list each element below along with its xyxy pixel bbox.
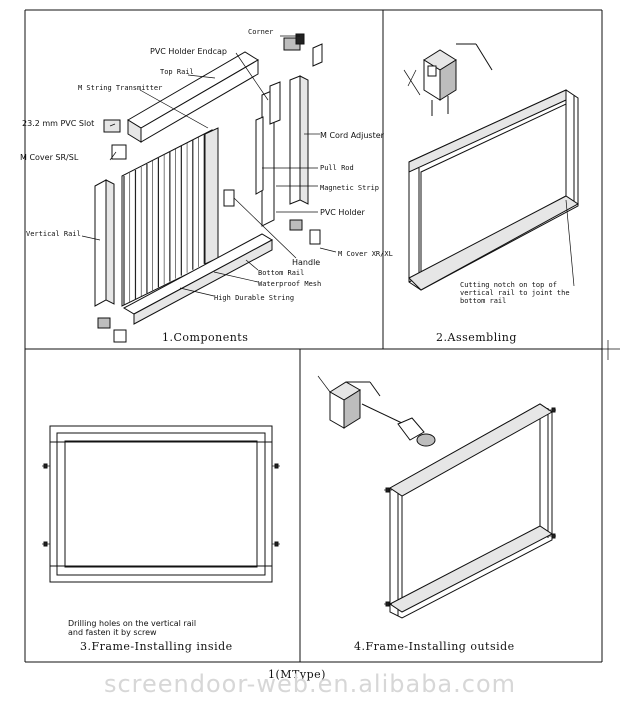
caption-installing-inside: 3.Frame-Installing inside xyxy=(80,640,233,653)
label-m-string-transmitter: M String Transmitter xyxy=(78,84,162,92)
inside-frame xyxy=(42,425,280,583)
label-corner: Corner xyxy=(248,28,273,36)
drill-detail xyxy=(317,375,436,447)
label-pvc-slot: 23.2 mm PVC Slot xyxy=(22,119,94,128)
label-m-cover-sr-sl: M Cover SR/SL xyxy=(20,153,79,162)
caption-installing-outside: 4.Frame-Installing outside xyxy=(354,640,515,653)
pvc-holder-endcap xyxy=(269,81,281,125)
label-waterproof-mesh: Waterproof Mesh xyxy=(258,280,321,288)
note-installing-inside: Drilling holes on the vertical rail and … xyxy=(68,619,199,637)
label-m-cord-adjuster: M Cord Adjuster xyxy=(320,131,385,140)
handle-piece xyxy=(223,189,235,207)
handle-bar xyxy=(204,127,219,265)
m-cover-xr-left xyxy=(97,317,111,329)
pvc-slot-block xyxy=(103,119,121,133)
m-cover-xr-right xyxy=(289,219,303,231)
label-high-durable-string: High Durable String xyxy=(214,294,294,302)
label-pvc-holder: PVC Holder xyxy=(320,208,366,217)
label-bottom-rail: Bottom Rail xyxy=(258,269,304,277)
panel-grid xyxy=(24,9,620,663)
note-leader xyxy=(565,199,575,287)
pull-rod xyxy=(255,116,264,195)
leader-lines xyxy=(81,35,337,297)
panel-installing-inside: Drilling holes on the vertical rail and … xyxy=(42,425,280,653)
label-vertical-rail: Vertical Rail xyxy=(26,230,81,238)
label-pull-rod: Pull Rod xyxy=(320,164,354,172)
label-handle: Handle xyxy=(292,258,320,267)
corner-detail xyxy=(403,43,493,116)
m-cover-xl-left xyxy=(113,329,127,343)
label-top-rail: Top Rail xyxy=(160,68,194,76)
panel-installing-outside: 4.Frame-Installing outside xyxy=(317,375,556,653)
label-magnetic-strip: Magnetic Strip xyxy=(320,184,379,192)
sheet-title: 1(MType) xyxy=(268,668,326,681)
top-rail-part xyxy=(127,51,259,143)
panel-assembling: Cutting notch on top of vertical rail to… xyxy=(403,43,579,344)
outside-frame xyxy=(384,403,556,619)
label-m-cover-xr-xl: M Cover XR/XL xyxy=(338,250,393,258)
caption-assembling: 2.Assembling xyxy=(436,331,517,344)
caption-components: 1.Components xyxy=(162,331,248,344)
bottom-rail-part xyxy=(122,233,274,325)
panel-components: Corner PVC Holder Endcap Top Rail M Stri… xyxy=(20,28,393,344)
label-pvc-holder-endcap: PVC Holder Endcap xyxy=(150,47,227,56)
m-cover-sr-block xyxy=(111,144,127,160)
vertical-rail-left xyxy=(94,179,115,307)
vertical-rail-right xyxy=(289,75,309,205)
assembled-frame xyxy=(408,89,579,291)
watermark-text: screendoor-web.en.alibaba.com xyxy=(104,670,516,698)
note-assembling: Cutting notch on top of vertical rail to… xyxy=(460,281,574,305)
m-cover-xl-right xyxy=(309,229,321,245)
corner-part xyxy=(283,33,323,67)
